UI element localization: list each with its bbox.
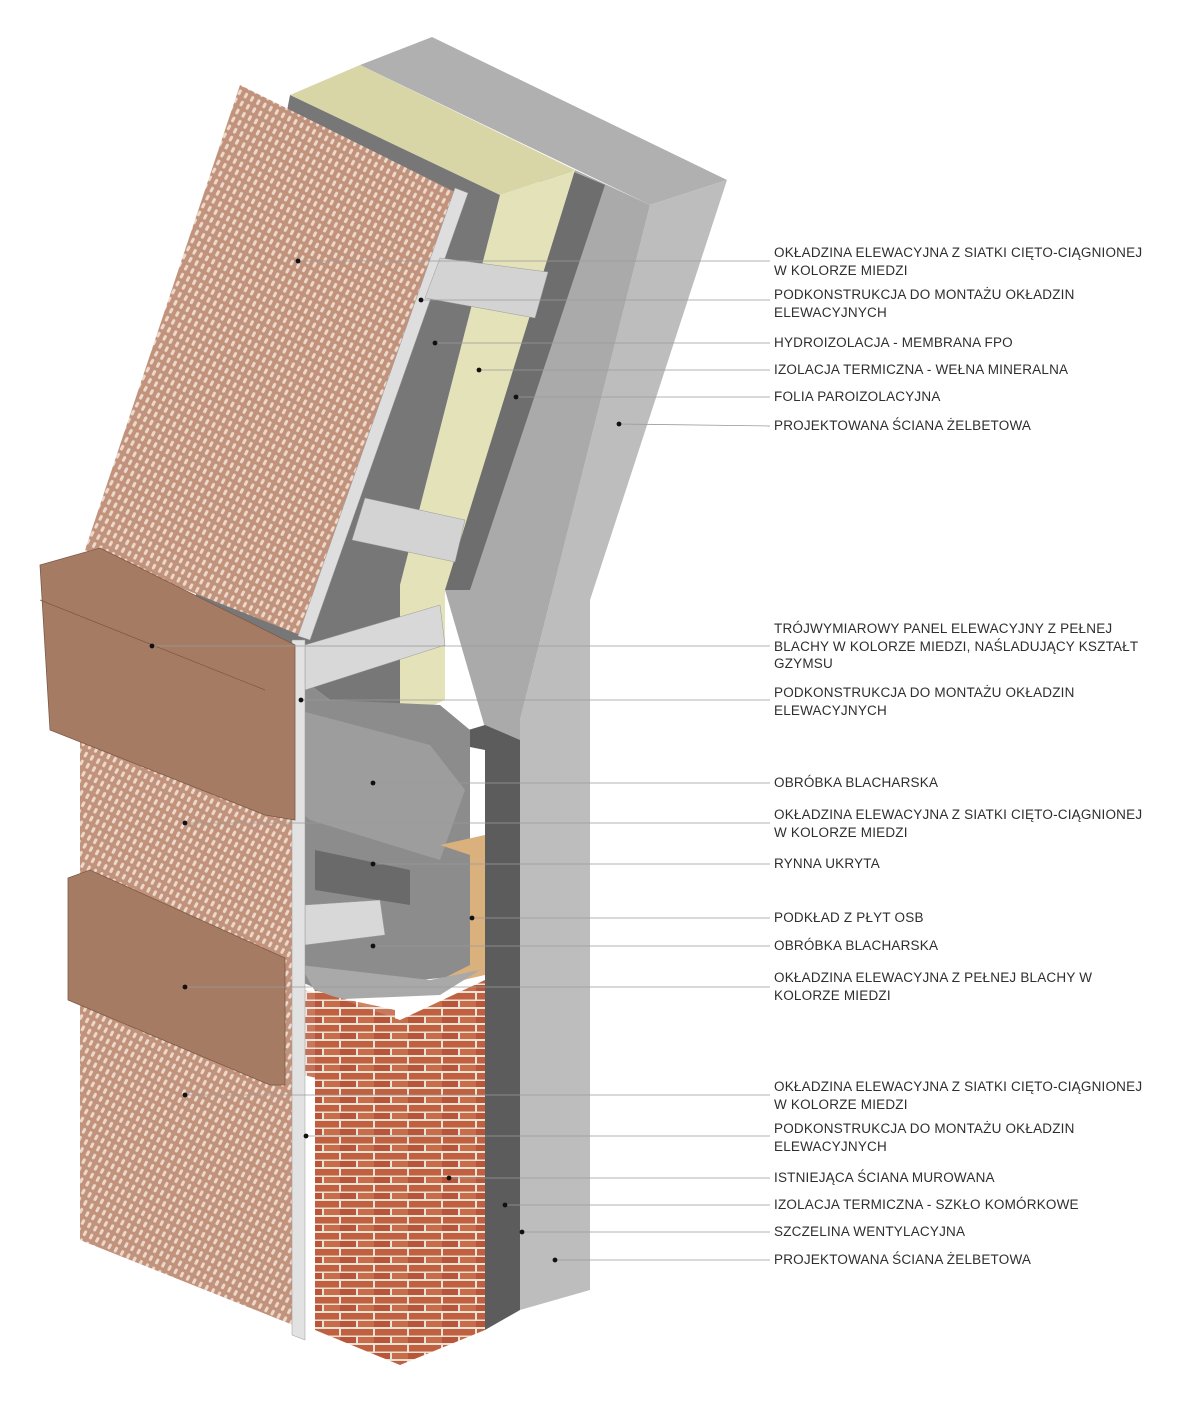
- leader-dot: [418, 297, 424, 303]
- callout-flashing-2: OBRÓBKA BLACHARSKA: [774, 938, 939, 953]
- leader-dot: [446, 1175, 452, 1181]
- leader-dot: [519, 1229, 525, 1235]
- callout-existing-brick-wall: ISTNIEJĄCA ŚCIANA MUROWANA: [774, 1170, 995, 1185]
- cornice-panel: [39, 547, 296, 821]
- leader-dot: [182, 984, 188, 990]
- callout-fpo-membrane: HYDROIZOLACJA - MEMBRANA FPO: [774, 335, 1013, 350]
- leader-dot: [149, 643, 155, 649]
- leader-dot: [502, 1202, 508, 1208]
- leader-dot: [298, 697, 304, 703]
- foam-glass-insulation: [435, 725, 520, 1330]
- leader-dot: [182, 1092, 188, 1098]
- callout-substructure-lower: PODKONSTRUKCJA DO MONTAŻU OKŁADZIN ELEWA…: [774, 1121, 1075, 1154]
- callout-concrete-wall-upper: PROJEKTOWANA ŚCIANA ŻELBETOWA: [774, 418, 1032, 433]
- mineral-wool-top: [290, 65, 575, 195]
- callout-foam-glass: IZOLACJA TERMICZNA - SZKŁO KOMÓRKOWE: [774, 1197, 1079, 1212]
- callout-copper-sheet: OKŁADZINA ELEWACYJNA Z PEŁNEJ BLACHY W K…: [774, 970, 1093, 1003]
- leader-lines: [149, 258, 771, 1263]
- hidden-gutter: [315, 850, 410, 905]
- leader-dot: [370, 861, 376, 867]
- callout-concrete-wall-lower: PROJEKTOWANA ŚCIANA ŻELBETOWA: [774, 1252, 1032, 1267]
- callout-mesh-cladding-lower: OKŁADZINA ELEWACYJNA Z SIATKI CIĘTO-CIĄG…: [774, 1079, 1143, 1112]
- leader-dot: [513, 394, 519, 400]
- callout-flashing-1: OBRÓBKA BLACHARSKA: [774, 775, 939, 790]
- bracket-2: [351, 497, 466, 563]
- callout-substructure-middle: PODKONSTRUKCJA DO MONTAŻU OKŁADZIN ELEWA…: [774, 685, 1075, 718]
- callout-mineral-wool: IZOLACJA TERMICZNA - WEŁNA MINERALNA: [774, 362, 1069, 377]
- callout-mesh-cladding-middle: OKŁADZINA ELEWACYJNA Z SIATKI CIĘTO-CIĄG…: [774, 807, 1143, 840]
- leader-dot: [469, 915, 475, 921]
- callout-cornice-panel: TRÓJWYMIAROWY PANEL ELEWACYJNY Z PEŁNEJ …: [774, 621, 1139, 671]
- leader-dot: [616, 421, 622, 427]
- upper-mesh-cladding: [85, 85, 455, 635]
- callout-hidden-gutter: RYNNA UKRYTA: [774, 856, 880, 871]
- leader-dot: [303, 1133, 309, 1139]
- bracket-1: [424, 257, 549, 319]
- leader-dot: [182, 820, 188, 826]
- concrete-wall-side: [520, 180, 727, 1310]
- leader-dot: [432, 340, 438, 346]
- leader-dot: [552, 1257, 558, 1263]
- callout-substructure-upper: PODKONSTRUKCJA DO MONTAŻU OKŁADZIN ELEWA…: [774, 287, 1075, 320]
- callout-mesh-cladding-upper: OKŁADZINA ELEWACYJNA Z SIATKI CIĘTO-CIĄG…: [774, 245, 1143, 278]
- osb-board: [420, 835, 485, 990]
- upper-rail: [297, 187, 469, 641]
- leader-dot: [476, 367, 482, 373]
- concrete-wall-top: [360, 37, 727, 205]
- leader-dot: [295, 258, 301, 264]
- leader-dot: [370, 943, 376, 949]
- callout-vapour-barrier: FOLIA PAROIZOLACYJNA: [774, 389, 941, 404]
- flashing-top: [260, 700, 465, 860]
- callout-ventilation-gap: SZCZELINA WENTYLACYJNA: [774, 1224, 966, 1239]
- vapour-barrier: [440, 160, 605, 590]
- flashing-lower: [300, 965, 480, 1000]
- copper-sheet-panel: [67, 869, 286, 1086]
- leader-line: [618, 423, 771, 427]
- brick-cornice: [280, 985, 395, 1095]
- callout-osb: PODKŁAD Z PŁYT OSB: [774, 910, 924, 925]
- leader-dot: [370, 780, 376, 786]
